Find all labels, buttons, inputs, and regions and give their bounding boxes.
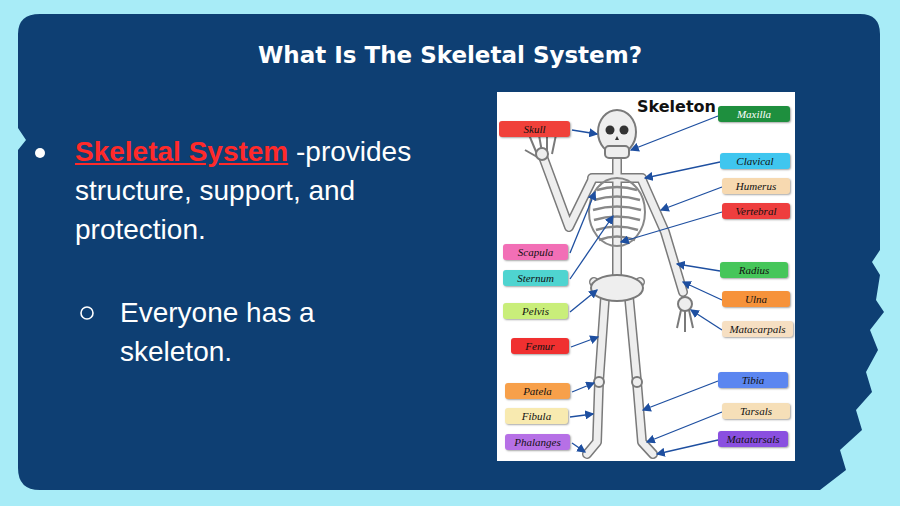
bone-label-tag: Tibia: [718, 372, 788, 388]
bone-name: Vertebral: [736, 205, 777, 217]
bone-name: Fibula: [522, 410, 551, 422]
bone-name: Humerus: [736, 180, 776, 192]
bone-label-tag: Clavical: [720, 153, 790, 169]
bone-name: Tibia: [742, 374, 765, 386]
panel-heading: Skeleton: [637, 97, 716, 116]
bone-label-tag: Radius: [720, 262, 788, 278]
bone-name: Clavical: [736, 155, 773, 167]
bone-name: Phalanges: [514, 436, 560, 448]
bone-name: Matacarpals: [729, 323, 785, 335]
bone-name: Ulna: [745, 293, 767, 305]
bone-label-tag: Ulna: [722, 291, 790, 307]
bone-name: Patela: [523, 385, 552, 397]
term-highlight: Skeletal System: [75, 136, 288, 167]
image-panel: SkeletonMaxillaSkullClavicalHumerusVerte…: [497, 92, 795, 461]
bone-label-tag: Pelvis: [503, 303, 568, 319]
bone-label-tag: Matacarpals: [722, 321, 793, 337]
bone-label-tag: Femur: [511, 338, 569, 354]
bone-name: Sternum: [517, 272, 554, 284]
bone-label-tag: Vertebral: [722, 203, 790, 219]
bone-label-tag: Scapula: [503, 244, 568, 260]
bone-name: Radius: [739, 264, 770, 276]
bone-label-tag: Matatarsals: [718, 431, 788, 447]
bone-label-tag: Fibula: [505, 408, 568, 424]
bone-name: Pelvis: [522, 305, 549, 317]
bone-label-tag: Humerus: [722, 178, 790, 194]
bone-label-tag: Phalanges: [505, 434, 570, 450]
bone-label-tag: Tarsals: [722, 403, 790, 419]
bone-name: Femur: [525, 340, 554, 352]
slide-title: What Is The Skeletal System?: [0, 42, 900, 68]
bone-name: Skull: [524, 123, 546, 135]
bone-label-tag: Maxilla: [718, 106, 790, 122]
bone-label-tag: Skull: [499, 121, 570, 137]
bone-label-tag: Sternum: [503, 270, 568, 286]
bone-name: Scapula: [518, 246, 553, 258]
bullet-text: Skeletal System -provides structure, sup…: [75, 132, 425, 249]
sub-bullet-text: Everyone has a skeleton.: [120, 293, 370, 371]
bone-name: Maxilla: [737, 108, 771, 120]
bone-name: Matatarsals: [726, 433, 779, 445]
bone-label-tag: Patela: [505, 383, 570, 399]
bone-name: Tarsals: [740, 405, 772, 417]
